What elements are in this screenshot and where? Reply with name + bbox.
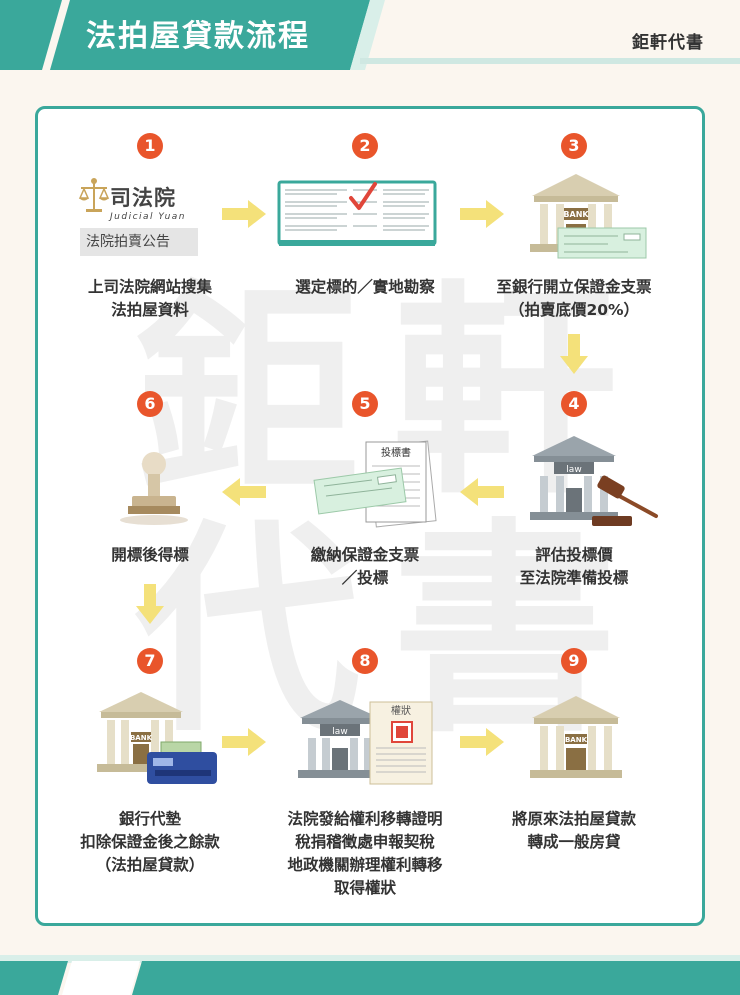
footer-bar xyxy=(0,955,740,995)
step-5-text: 繳納保證金支票 ／投標 xyxy=(250,544,480,590)
step-number-8: 8 xyxy=(352,648,378,674)
step-line: 扣除保證金後之餘款 xyxy=(80,833,220,851)
step-line: 繳納保證金支票 xyxy=(310,546,420,564)
step-line: 銀行代墊 xyxy=(118,810,181,828)
arrow-right-icon xyxy=(222,200,266,228)
step-1-text: 上司法院網站搜集 法拍屋資料 xyxy=(35,276,265,322)
step-number-7: 7 xyxy=(137,648,163,674)
step-line: 法拍屋資料 xyxy=(111,301,189,319)
arrow-right-icon xyxy=(460,200,504,228)
bank-icon: BANK xyxy=(530,696,622,778)
bank-money-icon: BANK xyxy=(97,692,217,784)
step-line: 上司法院網站搜集 xyxy=(87,278,212,296)
bank-sign-text: BANK xyxy=(563,210,589,219)
step-line: （拍賣底價20%） xyxy=(508,301,640,319)
brand-name: 鉅軒代書 xyxy=(632,33,704,53)
step-line: 評估投標價 xyxy=(535,546,613,564)
auction-notice-label: 法院拍賣公告 xyxy=(80,228,198,256)
step-line: （法拍屋貸款） xyxy=(95,856,205,874)
step-number-6: 6 xyxy=(137,391,163,417)
step-number-9: 9 xyxy=(561,648,587,674)
arrow-left-icon xyxy=(222,478,266,506)
judicial-yuan-en: Judicial Yuan xyxy=(110,212,186,222)
step-number-1: 1 xyxy=(137,133,163,159)
step-3-text: 至銀行開立保證金支票 （拍賣底價20%） xyxy=(459,276,689,322)
step-line: 至銀行開立保證金支票 xyxy=(496,278,652,296)
step-line: 法院發給權利移轉證明 xyxy=(287,810,443,828)
step-number-5: 5 xyxy=(352,391,378,417)
step-number-2: 2 xyxy=(352,133,378,159)
step-9-text: 將原來法拍屋貸款 轉成一般房貸 xyxy=(459,808,689,854)
step-line: 地政機關辦理權利轉移 xyxy=(287,856,443,874)
arrow-down-icon xyxy=(560,334,588,374)
step-number-4: 4 xyxy=(561,391,587,417)
step-8-text: 法院發給權利移轉證明 稅捐稽徵處申報契稅 地政機關辦理權利轉移 取得權狀 xyxy=(250,808,480,900)
arrow-left-icon xyxy=(460,478,504,506)
tender-document-icon: 投標書 xyxy=(313,440,437,528)
step-line: 選定標的／實地勘察 xyxy=(295,278,435,296)
bank-sign-text: BANK xyxy=(130,734,153,742)
watermark-char: 鉅 xyxy=(135,263,360,525)
judicial-yuan-logo: 司法院 Judicial Yuan xyxy=(110,182,186,222)
arrow-right-icon xyxy=(222,728,266,756)
arrow-right-icon xyxy=(460,728,504,756)
step-line: 轉成一般房貸 xyxy=(527,833,621,851)
bank-sign-text: BANK xyxy=(565,736,588,744)
property-list-icon xyxy=(277,180,437,246)
law-sign-text: law xyxy=(332,727,347,737)
step-line: 開標後得標 xyxy=(111,546,189,564)
step-7-text: 銀行代墊 扣除保證金後之餘款 （法拍屋貸款） xyxy=(35,808,265,877)
arrow-down-icon xyxy=(136,584,164,624)
step-4-text: 評估投標價 至法院準備投標 xyxy=(459,544,689,590)
title-deed-text: 權狀 xyxy=(391,704,411,717)
stamp-icon xyxy=(120,452,188,525)
header-bar xyxy=(0,0,740,70)
page-title: 法拍屋貸款流程 xyxy=(86,19,310,54)
step-number-3: 3 xyxy=(561,133,587,159)
bank-cheque-icon: BANK xyxy=(530,174,647,259)
step-line: ／投標 xyxy=(341,569,389,587)
step-2-text: 選定標的／實地勘察 xyxy=(250,276,480,299)
step-line: 將原來法拍屋貸款 xyxy=(511,810,636,828)
judicial-yuan-cn: 司法院 xyxy=(110,186,176,210)
step-6-text: 開標後得標 xyxy=(35,544,265,567)
court-deed-icon: law 權狀 xyxy=(298,700,433,785)
law-sign-text: law xyxy=(566,465,581,475)
court-gavel-icon: law xyxy=(530,436,658,526)
step-line: 稅捐稽徵處申報契稅 xyxy=(295,833,435,851)
step-line: 取得權狀 xyxy=(333,879,396,897)
scales-icon xyxy=(78,178,110,212)
step-line: 至法院準備投標 xyxy=(519,569,629,587)
tender-doc-title: 投標書 xyxy=(381,446,411,459)
